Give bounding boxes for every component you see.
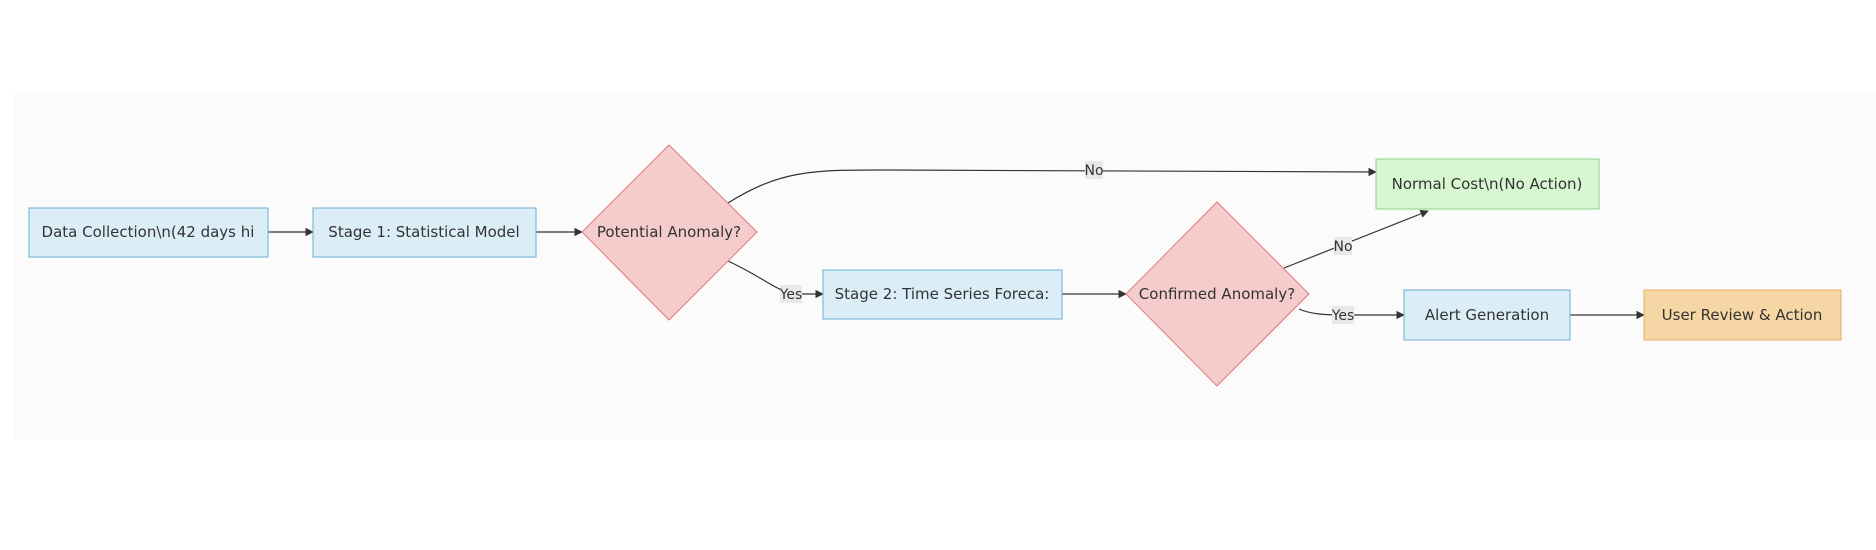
edge-potential-anomaly-no	[727, 167, 1377, 204]
node-potential-anomaly[interactable]: Potential Anomaly?	[581, 144, 758, 321]
node-stage2-box	[822, 269, 1063, 320]
node-normal-cost-box	[1375, 158, 1600, 210]
node-data-collection-label: Data Collection\n(42 days hi	[42, 223, 255, 241]
node-alert-generation[interactable]: Alert Generation	[1403, 289, 1571, 341]
node-data-collection-box	[28, 207, 269, 258]
edge-confirmed-anomaly-no	[1283, 209, 1429, 269]
node-stage1-statistical-model[interactable]: Stage 1: Statistical Model	[312, 207, 537, 258]
node-alert-generation-label: Alert Generation	[1425, 306, 1549, 324]
edge-label-potential-yes-text: Yes	[779, 287, 803, 303]
node-normal-cost[interactable]: Normal Cost\n(No Action)	[1375, 158, 1600, 210]
node-potential-anomaly-diamond	[581, 144, 758, 321]
node-alert-generation-box	[1403, 289, 1571, 341]
node-stage2-time-series[interactable]: Stage 2: Time Series Foreca:	[822, 269, 1063, 320]
node-normal-cost-label: Normal Cost\n(No Action)	[1392, 175, 1583, 193]
edge-label-potential-yes: Yes	[779, 285, 803, 303]
node-data-collection[interactable]: Data Collection\n(42 days hi	[28, 207, 269, 258]
node-user-review-label: User Review & Action	[1662, 306, 1823, 324]
edge-label-confirmed-yes-text: Yes	[1331, 308, 1355, 324]
node-stage1-box	[312, 207, 537, 258]
node-stage2-label: Stage 2: Time Series Foreca:	[835, 285, 1050, 303]
node-confirmed-anomaly-diamond	[1125, 201, 1310, 387]
edge-label-confirmed-no-text: No	[1333, 239, 1352, 255]
node-user-review[interactable]: User Review & Action	[1643, 289, 1842, 341]
edge-label-potential-no: No	[1084, 161, 1104, 179]
node-stage1-label: Stage 1: Statistical Model	[328, 223, 519, 241]
edges	[268, 167, 1645, 320]
node-confirmed-anomaly[interactable]: Confirmed Anomaly?	[1125, 201, 1310, 387]
edge-label-potential-no-text: No	[1084, 163, 1103, 179]
node-user-review-box	[1643, 289, 1842, 341]
diagram-background	[14, 94, 1876, 440]
edge-label-confirmed-no: No	[1333, 237, 1353, 255]
node-potential-anomaly-label: Potential Anomaly?	[597, 223, 741, 241]
node-confirmed-anomaly-label: Confirmed Anomaly?	[1139, 285, 1295, 303]
edge-label-confirmed-yes: Yes	[1331, 306, 1355, 324]
